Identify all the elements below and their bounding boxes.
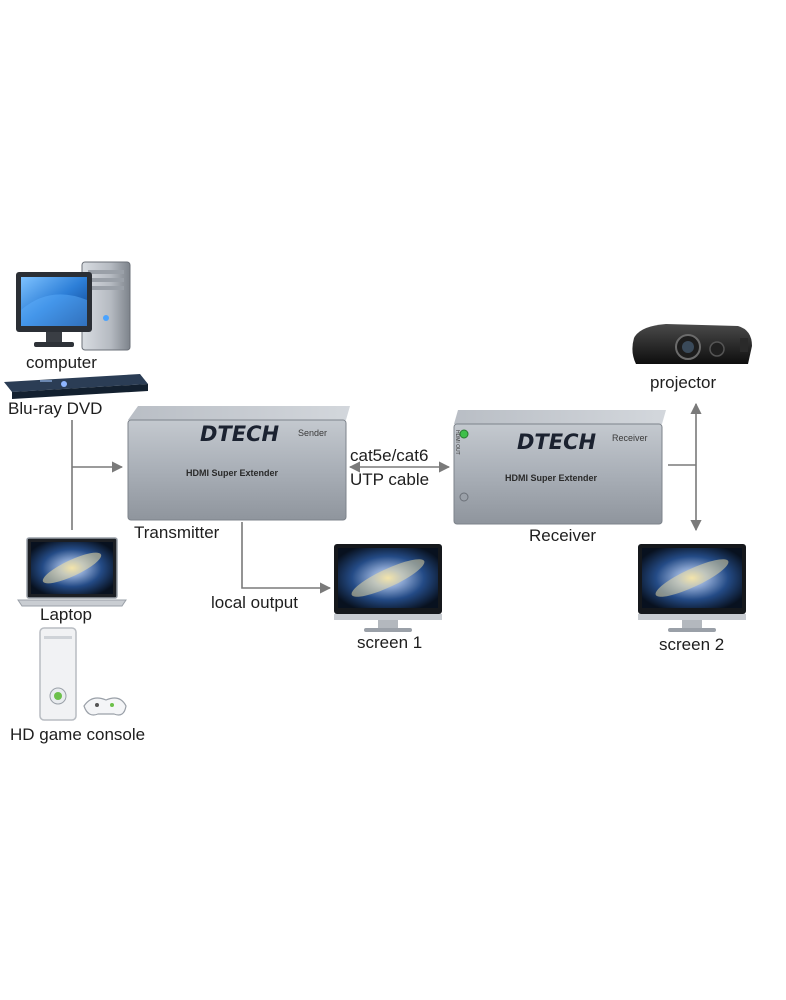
local-output-label: local output: [211, 593, 298, 612]
receiver-port-label: HDMI OUT: [454, 430, 460, 455]
transmitter-tag: Sender: [298, 428, 327, 438]
screen2-label: screen 2: [659, 635, 724, 654]
monitor-icon-screen2: [638, 544, 746, 632]
cable-label-line2: UTP cable: [350, 470, 429, 489]
source-connector-lines: [71, 420, 124, 530]
transmitter-label: Transmitter: [134, 523, 220, 542]
laptop-label: Laptop: [40, 605, 92, 624]
receiver-tag: Receiver: [612, 433, 648, 443]
game-console-icon: [39, 627, 127, 721]
receiver-unit: HDMI OUT DTECH Receiver HDMI Super Exten…: [453, 410, 666, 525]
computer-icon: [16, 261, 131, 351]
output-connector-lines: [668, 402, 702, 532]
laptop-icon: [17, 537, 127, 607]
bluray-label: Blu-ray DVD: [8, 399, 102, 418]
computer-label: computer: [26, 353, 97, 372]
transmitter-unit: DTECH Sender HDMI Super Extender: [127, 406, 350, 521]
receiver-label: Receiver: [529, 526, 596, 545]
game-console-label: HD game console: [10, 725, 145, 744]
bluray-player-icon: [4, 374, 148, 399]
screen1-label: screen 1: [357, 633, 422, 652]
monitor-icon-screen1: [334, 544, 442, 632]
receiver-brand: DTECH: [517, 430, 597, 454]
local-output-arrow: [241, 522, 332, 594]
cable-label-line1: cat5e/cat6: [350, 446, 428, 465]
projector-icon: [632, 324, 752, 364]
transmitter-model: HDMI Super Extender: [186, 468, 279, 478]
projector-label: projector: [650, 373, 716, 392]
transmitter-brand: DTECH: [200, 422, 280, 446]
receiver-model: HDMI Super Extender: [505, 473, 598, 483]
